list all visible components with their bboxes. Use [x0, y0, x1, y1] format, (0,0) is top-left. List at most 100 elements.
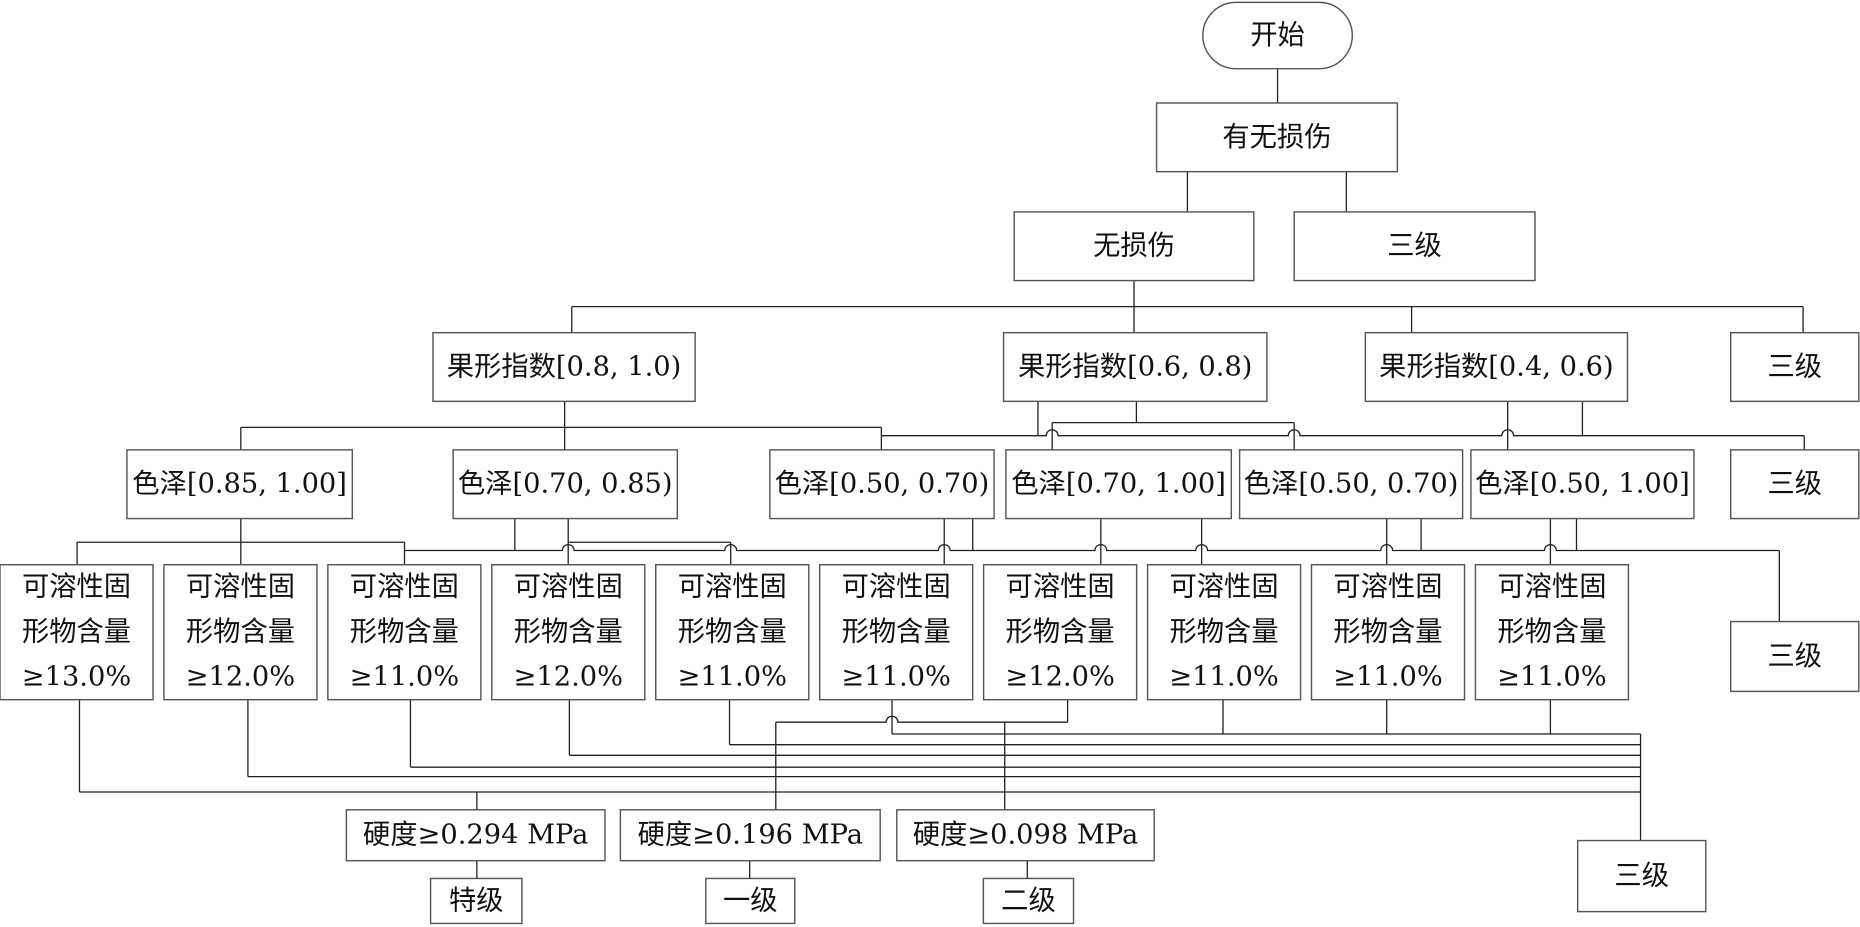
soluble-solids-node-box [491, 564, 646, 701]
no-damage-node-box [1013, 211, 1255, 282]
grade-node-label: 二级 [1001, 885, 1056, 916]
color-node-box [1005, 449, 1233, 520]
color-node-box [126, 449, 354, 520]
connector [404, 543, 1780, 552]
shape-index-node-box [1364, 331, 1629, 403]
grade-three-node-label: 三级 [1387, 231, 1442, 262]
hardness-node-box [896, 809, 1155, 862]
grade-three-node-box [1729, 331, 1860, 403]
start-node-label: 开始 [1250, 20, 1305, 51]
soluble-solids-node-box [1146, 564, 1302, 701]
color-node-label: 色泽[0.50, 0.70) [1244, 469, 1459, 500]
start-node: 开始 [1202, 1, 1354, 70]
grade-three-node-label: 三级 [1767, 352, 1822, 383]
grade-node-label: 一级 [723, 885, 778, 916]
hardness-node-label: 硬度≥0.294 MPa [363, 820, 588, 851]
soluble-solids-node-label: 可溶性固 [842, 572, 951, 603]
soluble-solids-node-box [1474, 564, 1630, 701]
color-node-label: 色泽[0.70, 1.00] [1011, 469, 1226, 500]
soluble-solids-node-label: ≥12.0% [1005, 662, 1115, 693]
color-node-label: 色泽[0.85, 1.00] [132, 469, 347, 500]
color-node-box [1238, 449, 1464, 520]
soluble-solids-node-box [1310, 564, 1466, 701]
shape-index-node-label: 果形指数[0.6, 0.8) [1018, 352, 1252, 383]
soluble-solids-node-label: ≥11.0% [350, 662, 460, 693]
hardness-node-box [619, 809, 881, 862]
grade-three-node: 三级 [1729, 449, 1860, 520]
hardness-node-label: 硬度≥0.098 MPa [913, 820, 1138, 851]
shape-index-node-label: 果形指数[0.8, 1.0) [447, 352, 681, 383]
hardness-node: 硬度≥0.098 MPa [896, 809, 1155, 862]
grade-three-node-label: 三级 [1614, 861, 1669, 892]
soluble-solids-node-label: 形物含量 [186, 617, 295, 648]
grade-three-node-box [1576, 839, 1707, 913]
shape-index-node: 果形指数[0.8, 1.0) [432, 331, 696, 403]
damage-check-node-box [1155, 102, 1399, 173]
soluble-solids-node-label: 可溶性固 [22, 572, 131, 603]
color-node: 色泽[0.70, 1.00] [1005, 449, 1233, 520]
soluble-solids-node-label: ≥11.0% [1497, 662, 1607, 693]
soluble-solids-node-label: 可溶性固 [186, 572, 295, 603]
soluble-solids-node-label: 可溶性固 [514, 572, 623, 603]
color-node-box [452, 449, 679, 520]
grade-three-node: 三级 [1293, 211, 1536, 282]
soluble-solids-node-box [818, 564, 974, 701]
hardness-node-label: 硬度≥0.196 MPa [638, 820, 863, 851]
soluble-solids-node-label: 可溶性固 [350, 572, 459, 603]
shape-index-node-label: 果形指数[0.4, 0.6) [1379, 352, 1613, 383]
color-node: 色泽[0.85, 1.00] [126, 449, 354, 520]
hardness-node: 硬度≥0.196 MPa [619, 809, 881, 862]
color-node-box [1470, 449, 1695, 520]
no-damage-node: 无损伤 [1013, 211, 1255, 282]
soluble-solids-node-label: ≥11.0% [1333, 662, 1443, 693]
hardness-node-box [345, 809, 606, 862]
soluble-solids-node-label: 可溶性固 [1170, 572, 1279, 603]
connector [775, 715, 1068, 723]
soluble-solids-node-label: ≥11.0% [841, 662, 951, 693]
shape-index-node-box [1002, 331, 1268, 403]
soluble-solids-node-label: 可溶性固 [1006, 572, 1115, 603]
color-node: 色泽[0.50, 0.70) [769, 449, 995, 520]
soluble-solids-node-label: 可溶性固 [1333, 572, 1442, 603]
grade-three-node: 三级 [1729, 620, 1860, 693]
grade-node-box [982, 877, 1075, 925]
color-node: 色泽[0.50, 0.70) [1238, 449, 1464, 520]
connectors [76, 68, 1805, 879]
soluble-solids-node-box [327, 564, 482, 701]
grade-node: 一级 [705, 877, 796, 925]
shape-index-node: 果形指数[0.6, 0.8) [1002, 331, 1268, 403]
soluble-solids-node-box [0, 564, 154, 701]
soluble-solids-node-label: 形物含量 [1497, 617, 1606, 648]
start-node-box [1202, 1, 1354, 70]
soluble-solids-node-box [163, 564, 318, 701]
grade-node: 特级 [429, 877, 523, 925]
damage-check-node: 有无损伤 [1155, 102, 1399, 173]
shape-index-node-box [432, 331, 696, 403]
grade-node-box [705, 877, 796, 925]
grade-three-node: 三级 [1729, 331, 1860, 403]
grade-three-node: 三级 [1576, 839, 1707, 913]
soluble-solids-node-label: 形物含量 [1006, 617, 1115, 648]
soluble-solids-node-label: 形物含量 [22, 617, 131, 648]
grade-three-node-box [1729, 449, 1860, 520]
hardness-node: 硬度≥0.294 MPa [345, 809, 606, 862]
soluble-solids-node-label: 形物含量 [1170, 617, 1279, 648]
soluble-solids-node-label: ≥12.0% [514, 662, 624, 693]
soluble-solids-node-label: ≥12.0% [186, 662, 296, 693]
grade-node-label: 特级 [449, 885, 504, 916]
color-node: 色泽[0.50, 1.00] [1470, 449, 1695, 520]
color-node-label: 色泽[0.50, 0.70) [775, 469, 990, 500]
soluble-solids-node-box [982, 564, 1138, 701]
damage-check-node-label: 有无损伤 [1222, 122, 1331, 153]
soluble-solids-node-label: 形物含量 [1333, 617, 1442, 648]
grade-node: 二级 [982, 877, 1075, 925]
